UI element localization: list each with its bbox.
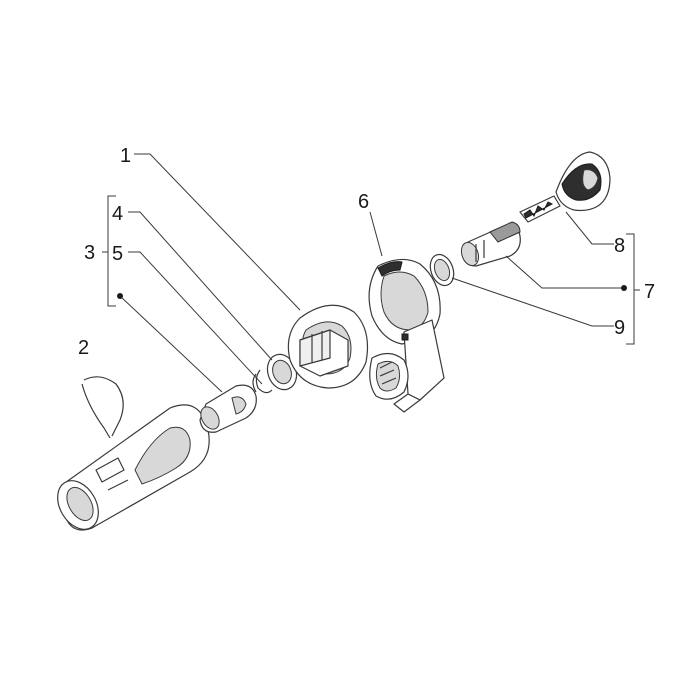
- callout-1: 1: [120, 145, 131, 167]
- retaining-ring: [429, 253, 455, 287]
- leader-4: [128, 211, 273, 361]
- bracket-7: [626, 233, 640, 345]
- callout-5: 5: [112, 243, 123, 265]
- bracket-3: [102, 195, 116, 307]
- leader-9: [451, 277, 614, 327]
- leader-1: [134, 153, 301, 311]
- lock-cylinder: [460, 221, 521, 267]
- leader-lines: [119, 153, 622, 393]
- callout-9: 9: [614, 317, 625, 339]
- lock-plunger: [199, 384, 257, 433]
- leader-3-dot: [119, 295, 223, 393]
- ignition-switch-housing: [368, 258, 445, 413]
- handlebar-tube: [57, 404, 210, 531]
- spring-clip: [81, 376, 124, 439]
- callout-6: 6: [358, 191, 369, 213]
- dot-3: [117, 293, 123, 299]
- leader-7-dot: [505, 255, 622, 289]
- leader-6: [369, 211, 383, 257]
- spring-washer: [252, 369, 273, 394]
- callout-4: 4: [112, 203, 123, 225]
- callout-7: 7: [644, 281, 655, 303]
- callout-2: 2: [78, 337, 89, 359]
- key: [519, 151, 611, 223]
- leader-8: [565, 211, 614, 245]
- callout-8: 8: [614, 235, 625, 257]
- dot-7: [621, 285, 627, 291]
- callout-3: 3: [84, 242, 95, 264]
- leader-5: [128, 251, 263, 385]
- o-ring: [266, 353, 298, 391]
- lock-housing: [287, 304, 369, 389]
